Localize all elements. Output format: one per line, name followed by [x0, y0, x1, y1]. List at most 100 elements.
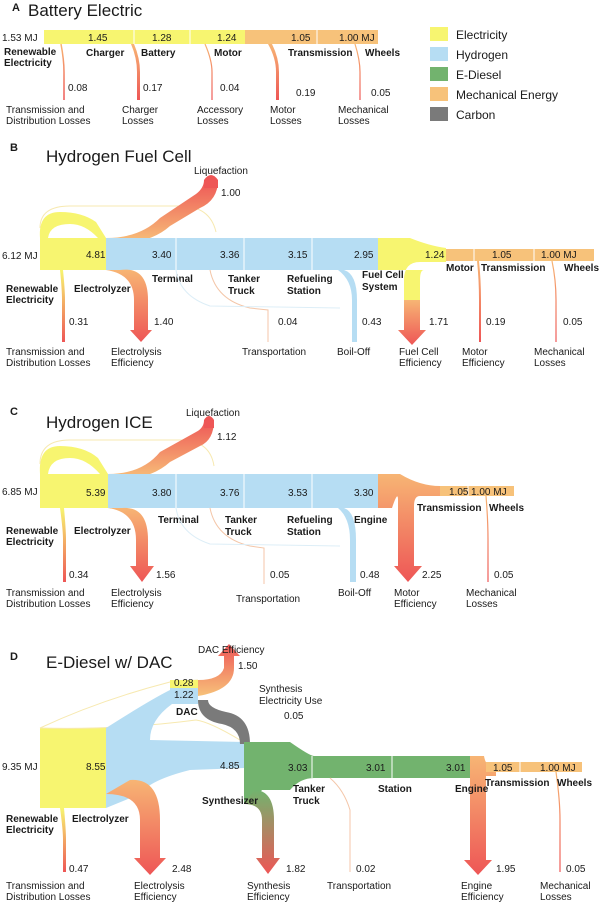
panel-b-node-motor: Motor [446, 263, 474, 274]
panel-d-loss-value: 0.02 [356, 864, 376, 875]
panel-a-flow-mechanical [245, 30, 378, 44]
panel-b-flow-value: 1.00 MJ [541, 250, 577, 261]
panel-b-liquefaction-stream [106, 180, 218, 244]
panel-b-loss-value: 1.71 [429, 317, 449, 328]
panel-c-node-electrolyzer: Electrolyzer [74, 526, 131, 537]
panel-d-flow-value: 0.28 [174, 678, 194, 689]
panel-a-loss-label: Losses [338, 116, 370, 127]
panel-c-loss-stream [60, 508, 66, 582]
panel-c-loss-value: 0.05 [494, 570, 514, 581]
panel-d-flow-value: 1.00 MJ [540, 763, 576, 774]
panel-d-loss-value: 0.05 [566, 864, 586, 875]
panel-b-node-refueling: Refueling [287, 274, 333, 285]
panel-a-loss-label: Charger [122, 105, 159, 116]
panel-b-loss-stream [106, 269, 152, 342]
panel-d-dac-hydro [170, 688, 198, 700]
panel-d-node-synth-elec: Electricity Use [259, 696, 323, 707]
panel-c-loss-value: 1.56 [156, 570, 176, 581]
panel-b-loss-stream [551, 260, 557, 342]
panel-a-flow-value: 1.28 [152, 33, 172, 44]
panel-c-engine-stream [378, 474, 440, 582]
panel-b-node-wheels: Wheels [564, 263, 599, 274]
panel-c-flow-value: 3.30 [354, 488, 374, 499]
panel-d-node-tanker: Tanker [293, 784, 325, 795]
panel-a-node-wheels: Wheels [365, 48, 400, 59]
panel-b-loss-label: Transmission and [6, 347, 85, 358]
panel-c-node-engine: Engine [354, 515, 388, 526]
panel-d-flow-ediesel [244, 742, 470, 804]
panel-b-loss-label: Motor [462, 347, 488, 358]
panel-d-loss-label: Synthesis [247, 881, 290, 892]
panel-b-node-tanker: Truck [228, 286, 255, 297]
panel-c-letter: C [10, 406, 18, 418]
panel-d-flow-value: 8.55 [86, 762, 106, 773]
panel-b-node-transmission: Transmission [481, 263, 545, 274]
panel-c-loss-stream [338, 508, 356, 582]
panel-a-loss-value: 0.08 [68, 83, 88, 94]
panel-a-loss-stream [354, 43, 361, 100]
panel-d-node-tanker: Truck [293, 796, 320, 807]
panel-b-node-terminal: Terminal [152, 274, 193, 285]
panel-battery-electric: A Battery Electric 1.53 MJ 1.45 1.28 1.2… [2, 1, 400, 127]
panel-d-loss-stream [244, 790, 280, 874]
panel-b-loss-value: 0.31 [69, 317, 89, 328]
panel-b-input: 6.12 MJ [2, 251, 38, 262]
panel-c-flow-value: 5.39 [86, 488, 106, 499]
panel-d-thin-flow [39, 679, 199, 729]
panel-c-loss-value: 0.05 [270, 570, 290, 581]
panel-c-flow-value: 1.05 [449, 487, 469, 498]
panel-d-flow-value: 3.01 [446, 763, 466, 774]
panel-d-node-electrolyzer: Electrolyzer [72, 814, 129, 825]
panel-d-loss-label: Efficiency [134, 892, 177, 903]
panel-b-elec-loop [39, 212, 107, 238]
panel-b-flow-mechanical [446, 249, 594, 261]
panel-c-loss-label: Electrolysis [111, 588, 162, 599]
panel-b-flow-value: 2.95 [354, 250, 374, 261]
panel-c-loss-label: Transportation [236, 594, 300, 605]
panel-d-loss-label: Mechanical [540, 881, 591, 892]
panel-a-flow-electricity [44, 30, 245, 44]
panel-c-loss-label: Distribution Losses [6, 599, 90, 610]
panel-b-loss-value: 0.04 [278, 317, 298, 328]
panel-b-node-fuelcell: Fuel Cell [362, 270, 404, 281]
panel-b-flow-value: 3.40 [152, 250, 172, 261]
panel-a-loss-label: Losses [270, 116, 302, 127]
panel-c-loss-label: Efficiency [111, 599, 154, 610]
panel-a-loss-label: Motor [270, 105, 296, 116]
panel-a-loss-stream [60, 43, 65, 100]
panel-d-node-synth-elec: Synthesis [259, 684, 302, 695]
panel-c-thin-flow [209, 507, 265, 584]
panel-c-input: 6.85 MJ [2, 487, 38, 498]
panel-d-dac-elec [170, 680, 198, 688]
panel-c-node-renewable: Electricity [6, 537, 54, 548]
panel-d-loss-stream [60, 808, 66, 872]
panel-d-node-dac: DAC [176, 707, 198, 718]
panel-d-loss-label: Electrolysis [134, 881, 185, 892]
panel-a-flow-value: 1.45 [88, 33, 108, 44]
panel-c-loss-label: Boil-Off [338, 588, 371, 599]
panel-d-loss-label: Transportation [327, 881, 391, 892]
panel-d-loss-stream [555, 771, 561, 872]
panel-b-loss-label: Efficiency [399, 358, 442, 369]
panel-d-node-renewable: Electricity [6, 825, 54, 836]
panel-c-loss-label: Efficiency [394, 599, 437, 610]
panel-b-node-tanker: Tanker [228, 274, 260, 285]
panel-d-thin-flow [329, 777, 351, 872]
panel-d-loss-label: Transmission and [6, 881, 85, 892]
panel-b-loss-label: Fuel Cell [399, 347, 438, 358]
panel-b-flow-value: 1.05 [492, 250, 512, 261]
legend-label-carbon: Carbon [456, 108, 495, 122]
legend-label-mechanical: Mechanical Energy [456, 88, 558, 102]
legend-swatch-carbon [430, 107, 448, 121]
panel-d-flow-value: 3.03 [288, 763, 308, 774]
panel-c-node-tanker: Tanker [225, 515, 257, 526]
panel-b-flow-value: 1.24 [425, 250, 445, 261]
legend-swatch-electricity [430, 27, 448, 41]
legend-swatch-hydrogen [430, 47, 448, 61]
panel-a-node-charger: Charger [86, 48, 124, 59]
panel-d-carbon-stream [198, 700, 250, 744]
panel-b-block-electricity [40, 238, 106, 270]
panel-b-title: Hydrogen Fuel Cell [46, 147, 192, 166]
panel-d-node-transmission: Transmission [485, 778, 549, 789]
